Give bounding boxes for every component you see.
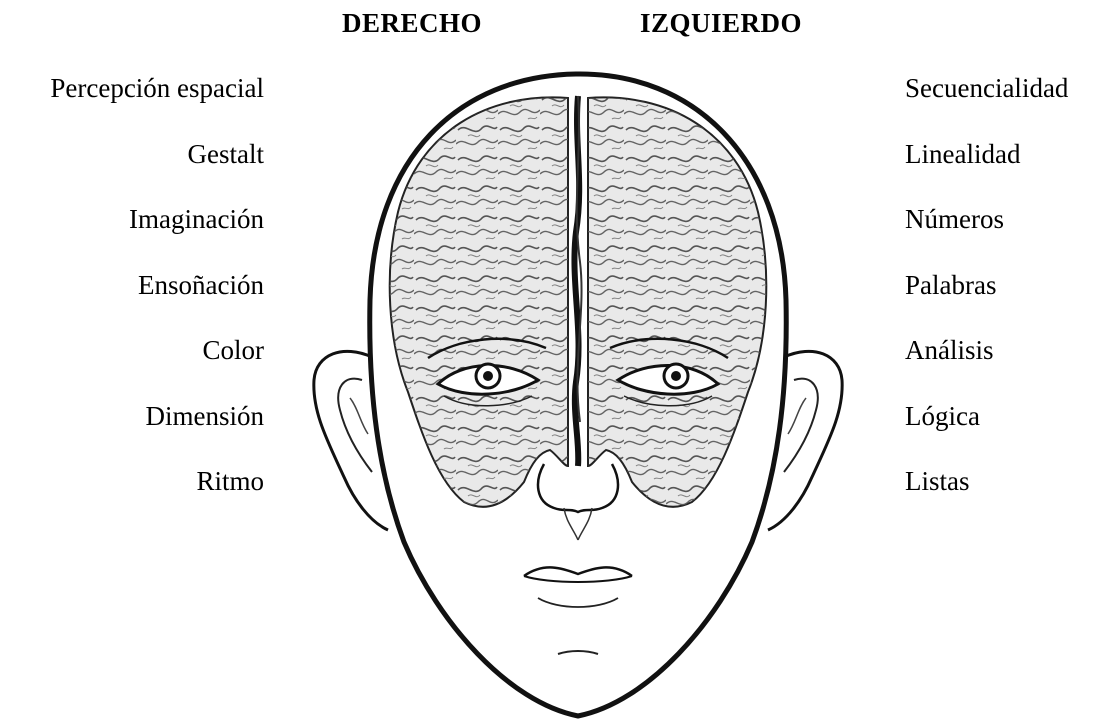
trait-label-sequentiality: Secuencialidad [905, 68, 1068, 134]
right-hemisphere-trait-list: Percepción espacial Gestalt Imaginación … [50, 68, 264, 527]
trait-label-imagination: Imaginación [50, 199, 264, 265]
trait-label-gestalt: Gestalt [50, 134, 264, 200]
heading-left-hemisphere: IZQUIERDO [640, 6, 802, 40]
trait-label-lists: Listas [905, 461, 1068, 527]
heading-right-hemisphere: DERECHO [342, 6, 482, 40]
trait-label-analysis: Análisis [905, 330, 1068, 396]
brain-illustration [390, 96, 767, 507]
trait-label-logic: Lógica [905, 396, 1068, 462]
trait-label-perception: Percepción espacial [50, 68, 264, 134]
trait-label-linearity: Linealidad [905, 134, 1068, 200]
trait-label-rhythm: Ritmo [50, 461, 264, 527]
trait-label-color: Color [50, 330, 264, 396]
trait-label-dimension: Dimensión [50, 396, 264, 462]
left-hemisphere-trait-list: Secuencialidad Linealidad Números Palabr… [905, 68, 1068, 527]
trait-label-words: Palabras [905, 265, 1068, 331]
head-brain-illustration [288, 62, 868, 726]
trait-label-numbers: Números [905, 199, 1068, 265]
trait-label-daydreaming: Ensoñación [50, 265, 264, 331]
